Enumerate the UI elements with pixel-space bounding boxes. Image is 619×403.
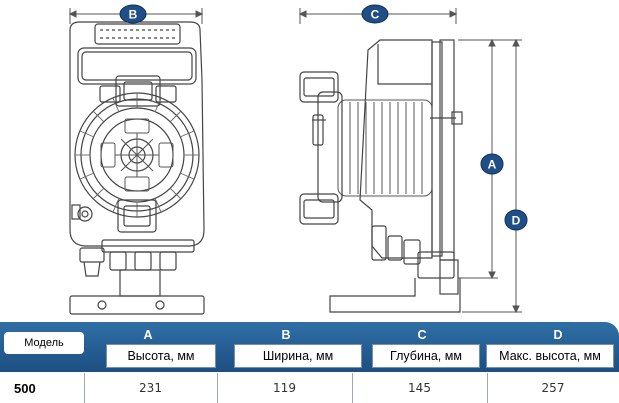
dimension-d-badge: D — [504, 209, 528, 231]
column-a-header: Высота, мм — [106, 344, 216, 368]
pump-technical-drawing: B — [68, 4, 528, 315]
table-divider — [84, 373, 85, 403]
dimension-b-badge: B — [119, 4, 147, 24]
dimension-d-label: D — [512, 214, 521, 228]
column-b-letter: B — [281, 328, 291, 342]
pump-front-view — [69, 21, 205, 315]
model-value: 500 — [14, 380, 36, 396]
column-b-value: 119 — [273, 381, 296, 395]
dimension-c-label: C — [371, 8, 380, 22]
dimension-a-label: A — [488, 158, 497, 172]
column-d-header: Макс. высота, мм — [486, 344, 614, 368]
column-c-letter: C — [417, 328, 427, 342]
model-header: Модель — [4, 332, 84, 354]
dimension-a-badge: A — [480, 153, 504, 175]
column-c-value: 145 — [408, 381, 431, 395]
dimension-c-badge: C — [361, 4, 389, 24]
table-divider — [352, 373, 353, 403]
table-divider — [217, 373, 218, 403]
column-c-header: Глубина, мм — [372, 344, 480, 368]
dimension-b-label: B — [129, 8, 138, 22]
column-a-letter: A — [143, 328, 153, 342]
pump-side-view — [299, 39, 463, 313]
column-d-value: 257 — [541, 381, 565, 395]
dimension-d — [458, 38, 522, 314]
table-divider — [487, 373, 488, 403]
column-b-header: Ширина, мм — [234, 344, 362, 368]
column-d-letter: D — [553, 328, 563, 342]
column-a-value: 231 — [139, 381, 162, 395]
